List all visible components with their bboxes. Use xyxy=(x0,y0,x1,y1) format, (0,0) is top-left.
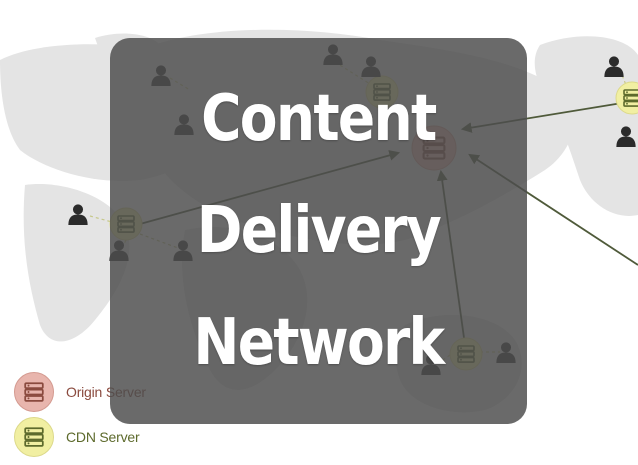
cdn-server-east xyxy=(615,81,638,115)
title-overlay: Content Delivery Network xyxy=(110,38,527,424)
far-east-landmass xyxy=(534,36,638,216)
south-america-landmass xyxy=(23,184,130,342)
title-line-3: Network xyxy=(193,306,445,380)
title-line-1: Content xyxy=(201,82,437,156)
origin-server-icon xyxy=(14,372,54,412)
cdn-server-icon xyxy=(14,417,54,457)
title-line-2: Delivery xyxy=(196,194,442,268)
legend-cdn-server: CDN Server xyxy=(14,417,140,457)
legend-cdn-label: CDN Server xyxy=(66,429,140,445)
